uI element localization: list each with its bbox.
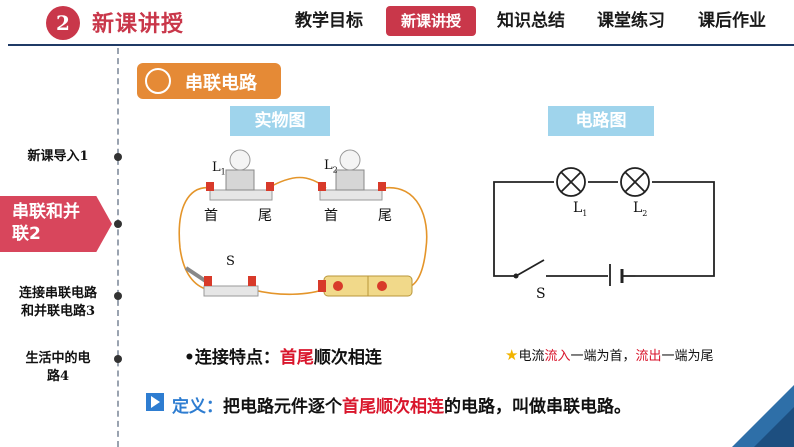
- nav-homework[interactable]: 课后作业: [698, 11, 766, 31]
- schematic-switch-label: S: [536, 286, 546, 302]
- play-arrow-icon: [146, 393, 164, 411]
- sidebar-timeline: [117, 48, 119, 447]
- star-icon: ★: [505, 346, 519, 364]
- header-bar: 2 新课讲授 教学目标 新课讲授 知识总结 课堂练习 课后作业: [0, 0, 794, 46]
- lamp-symbol: [556, 167, 586, 197]
- sidebar-item-label: 和并联电路3: [20, 304, 96, 319]
- sidebar-dot: [114, 355, 122, 363]
- section-number-badge: 2: [46, 6, 80, 40]
- schematic-lamp1-label: L1: [573, 200, 588, 218]
- nav-new-lesson[interactable]: 新课讲授: [386, 6, 476, 36]
- schematic-circuit-diagram: [493, 167, 715, 286]
- definition-text: 定义：把电路元件逐个首尾顺次相连的电路，叫做串联电路。: [172, 397, 631, 417]
- schematic-diagram-label: 电路图: [548, 106, 654, 136]
- lamp2-tail-label: 尾: [378, 208, 392, 224]
- sidebar-item-label: 串联和并: [12, 202, 80, 222]
- header-divider: [8, 44, 794, 46]
- nav-teaching-goals[interactable]: 教学目标: [295, 11, 363, 31]
- sidebar-item-intro[interactable]: 新课导入1: [27, 149, 89, 164]
- lamp1-tail-label: 尾: [258, 208, 272, 224]
- topic-label: 串联电路: [185, 73, 257, 94]
- schematic-lamp2-label: L2: [633, 200, 648, 218]
- lamp2-label: L2: [324, 158, 338, 175]
- sidebar-item-label: 生活中的电: [25, 351, 91, 366]
- nav-class-practice[interactable]: 课堂练习: [597, 11, 665, 31]
- section-title: 新课讲授: [92, 12, 185, 37]
- sidebar-item-label: 连接串联电路: [18, 286, 97, 301]
- sidebar-item-life-circuits[interactable]: 生活中的电 路4: [6, 350, 110, 386]
- sidebar-item-label: 路4: [46, 369, 70, 384]
- lamp2-head-label: 首: [324, 208, 338, 224]
- lamp1-head-label: 首: [204, 208, 218, 224]
- circle-icon: [145, 68, 171, 94]
- sidebar-dot: [114, 153, 122, 161]
- connection-feature-text: •连接特点：首尾顺次相连: [184, 348, 382, 368]
- current-direction-note: ★电流流入一端为首，流出一端为尾: [505, 346, 714, 364]
- lamp1-label: L1: [212, 160, 226, 177]
- switch-label: S: [226, 254, 235, 269]
- sidebar-dot: [114, 220, 122, 228]
- switch-blade: [515, 259, 545, 277]
- physical-diagram-label: 实物图: [230, 106, 330, 136]
- sidebar-dot: [114, 292, 122, 300]
- nav-knowledge-summary[interactable]: 知识总结: [497, 11, 565, 31]
- lamp-symbol: [620, 167, 650, 197]
- switch-base: [203, 285, 259, 297]
- corner-decoration: [732, 385, 794, 447]
- topic-heading: 串联电路: [137, 63, 281, 99]
- physical-circuit-illustration: [178, 149, 428, 297]
- sidebar-item-connect-circuits[interactable]: 连接串联电路 和并联电路3: [6, 285, 110, 321]
- sidebar-item-series-parallel[interactable]: 串联和并 联2: [0, 196, 112, 252]
- lamp-base: [209, 189, 273, 201]
- sidebar-item-label: 联2: [12, 224, 41, 244]
- lamp-base: [319, 189, 383, 201]
